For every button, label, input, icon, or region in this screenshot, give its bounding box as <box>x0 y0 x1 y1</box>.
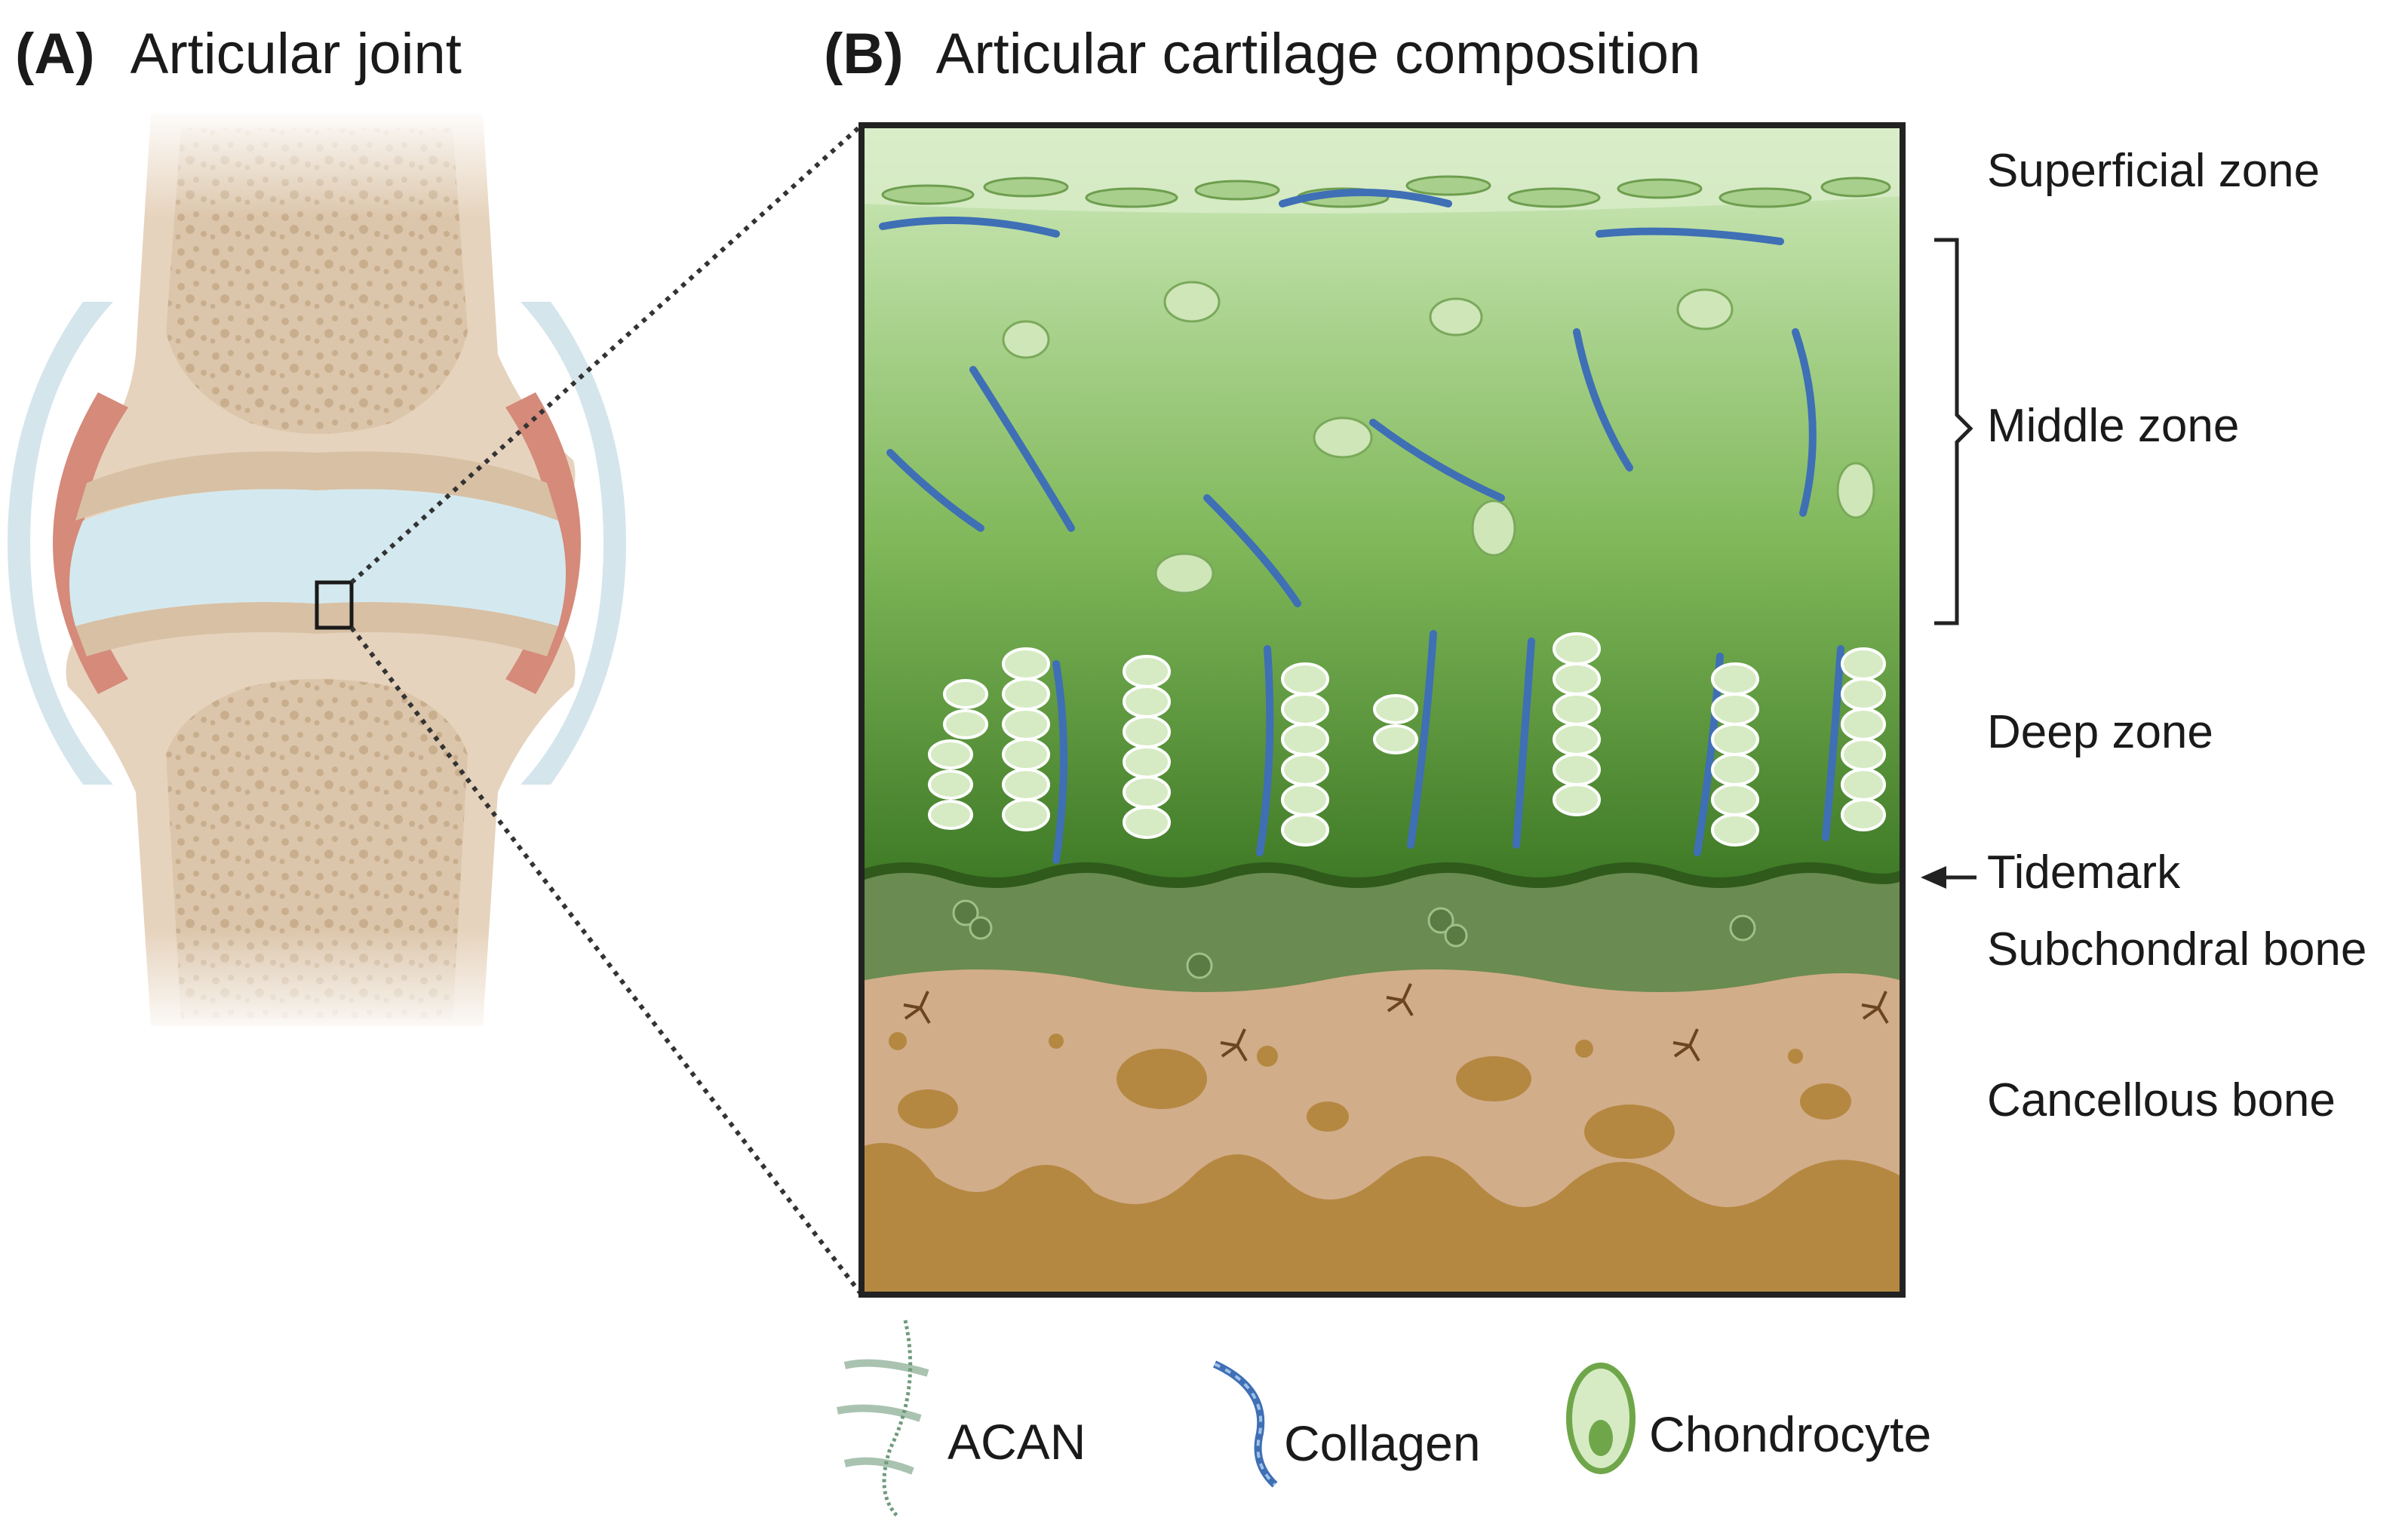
panel-a-title-text: Articular joint <box>130 22 462 86</box>
acan-icon <box>837 1320 929 1518</box>
legend-collagen: Collagen <box>1284 1415 1481 1471</box>
panel-b-title: (B) Articular cartilage composition <box>824 26 1700 83</box>
label-superficial-zone: Superficial zone <box>1987 145 2320 197</box>
osteocytes <box>903 983 1889 1062</box>
panel-b-title-text: Articular cartilage composition <box>935 22 1701 86</box>
label-cancellous-bone: Cancellous bone <box>1987 1074 2336 1126</box>
legend-chondrocyte: Chondrocyte <box>1649 1406 1932 1462</box>
tidemark-line <box>862 862 1903 888</box>
middle-cells <box>1002 281 1875 595</box>
legend-acan: ACAN <box>948 1414 1086 1470</box>
label-deep-zone: Deep zone <box>1987 706 2213 758</box>
zoom-line-bottom <box>349 626 864 1296</box>
collagen-icon <box>1212 1360 1278 1488</box>
label-tidemark: Tidemark <box>1987 846 2181 899</box>
zoom-box <box>315 580 354 630</box>
middle-zone-bracket <box>1934 238 1973 625</box>
panel-a-letter: (A) <box>15 22 95 86</box>
marrow <box>862 1143 1903 1295</box>
joint-illustration <box>0 106 864 1296</box>
marrow-spaces <box>889 1032 1851 1159</box>
zoom-line-top <box>349 123 864 585</box>
subchondral-cells <box>952 899 1756 979</box>
tidemark-arrow <box>1921 866 1976 889</box>
chondrocyte-icon <box>1566 1363 1636 1474</box>
panel-b-letter: (B) <box>824 22 904 86</box>
label-middle-zone: Middle zone <box>1987 400 2240 452</box>
deep-cell-columns <box>928 632 1886 846</box>
label-subchondral-bone: Subchondral bone <box>1987 923 2367 975</box>
panel-a-title: (A) Articular joint <box>15 26 462 83</box>
section-border <box>858 122 1906 1298</box>
